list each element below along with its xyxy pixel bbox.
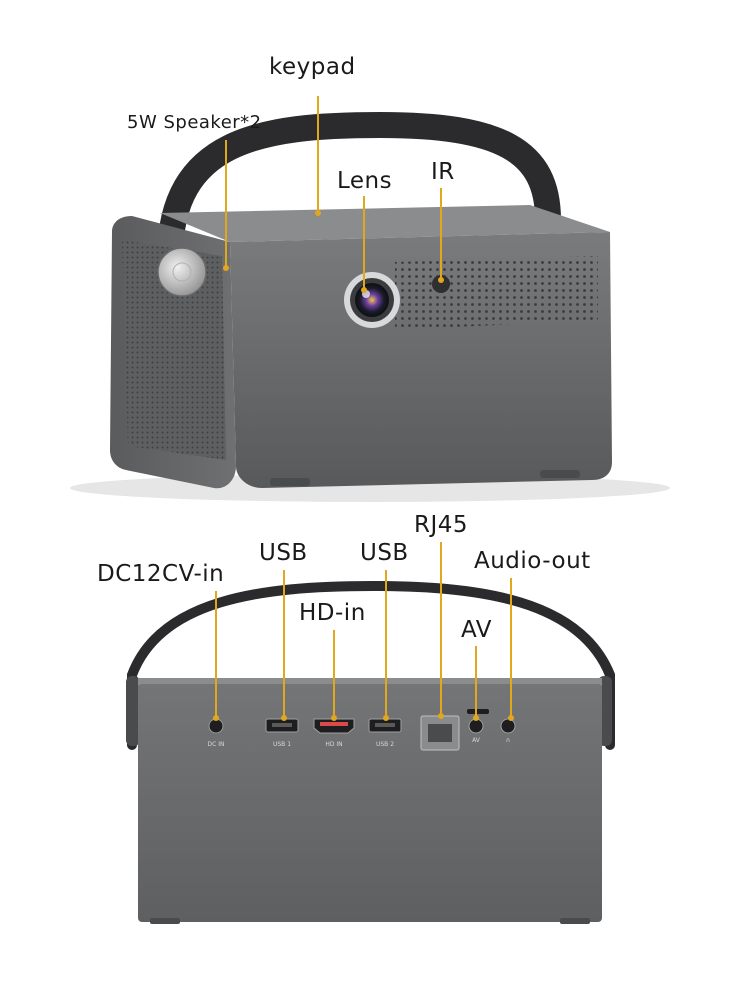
callout-rj45: RJ45 <box>414 512 469 538</box>
port-label-audio: ∩ <box>506 737 510 744</box>
front-view <box>70 96 670 502</box>
callout-ir: IR <box>431 159 455 185</box>
port-label-hd: HD IN <box>325 741 342 748</box>
port-label-av: AV <box>472 737 481 744</box>
handle <box>157 111 561 271</box>
dc-port <box>208 718 224 734</box>
port-label-usb1: USB 1 <box>273 741 291 748</box>
rear-handle <box>127 580 615 750</box>
port-label-dc: DC IN <box>208 741 225 748</box>
rear-panel <box>138 684 602 922</box>
lens <box>355 283 389 317</box>
callout-usb-2: USB <box>360 540 409 566</box>
callout-hd: HD-in <box>299 600 366 626</box>
audio-port <box>500 718 516 734</box>
callout-keypad: keypad <box>269 54 356 80</box>
callout-av: AV <box>461 617 492 643</box>
av-port <box>468 718 484 734</box>
ir-sensor <box>432 275 450 293</box>
callout-speaker: 5W Speaker*2 <box>127 112 262 133</box>
handle-knob <box>157 247 207 297</box>
callout-audio: Audio-out <box>474 548 591 574</box>
callout-usb-1: USB <box>259 540 308 566</box>
port-label-usb2: USB 2 <box>376 741 394 748</box>
vent-grille <box>395 256 598 330</box>
rear-view: DC IN USB 1 HD IN USB 2 AV ∩ <box>126 542 615 924</box>
callout-dc: DC12CV-in <box>97 561 225 587</box>
callout-lens: Lens <box>337 168 393 194</box>
